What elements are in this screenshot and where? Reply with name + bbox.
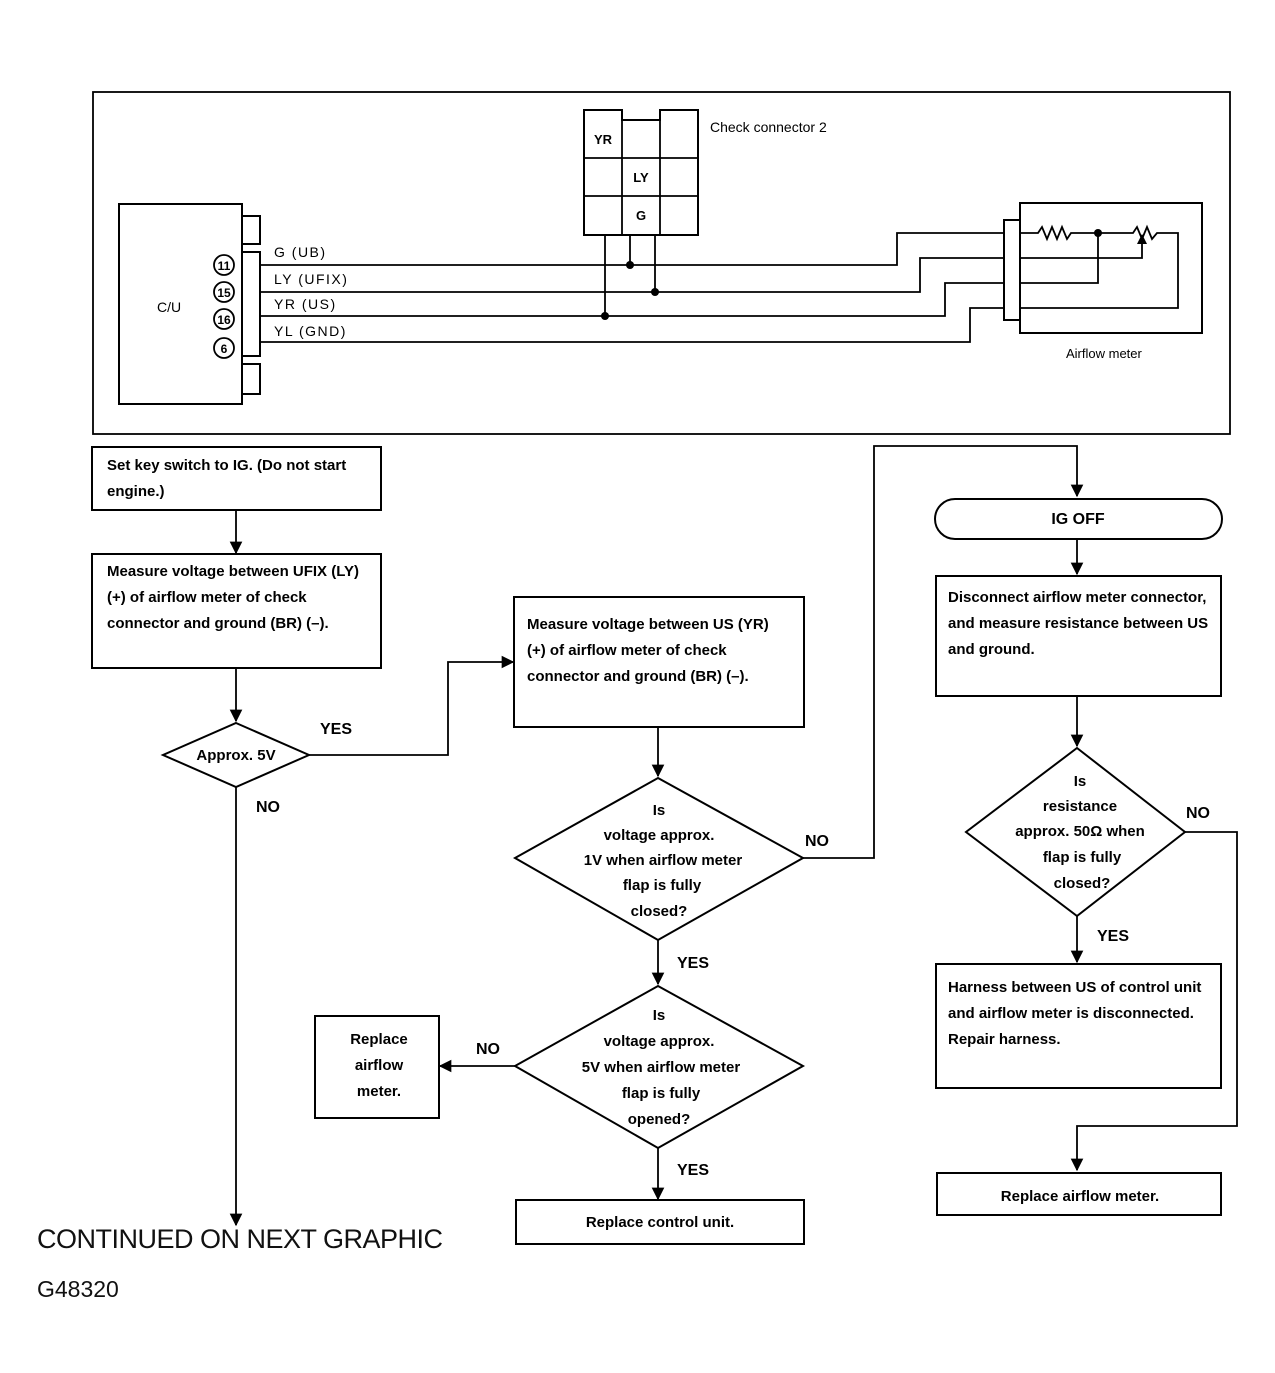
q1v-line-5: closed? bbox=[631, 903, 688, 920]
q5v-open-line-5: opened? bbox=[628, 1111, 691, 1128]
check-connector-label: Check connector 2 bbox=[710, 119, 827, 135]
replace-meter-left-box bbox=[314, 1015, 440, 1119]
control-unit: C/U 11 15 16 6 bbox=[118, 203, 261, 405]
continued-note: CONTINUED ON NEXT GRAPHIC bbox=[37, 1224, 443, 1254]
measure-us-box bbox=[513, 596, 805, 728]
yes-label-5v-open: YES bbox=[677, 1162, 709, 1179]
check-connector: YR LY G bbox=[583, 109, 699, 236]
q5v-open-line-1: Is bbox=[653, 1007, 666, 1024]
wire-label-yl: YL (GND) bbox=[274, 323, 347, 339]
wire-label-g: G (UB) bbox=[274, 244, 327, 260]
yes-label-1v: YES bbox=[677, 955, 709, 972]
no-label-1v: NO bbox=[805, 833, 829, 850]
disconnect-box bbox=[935, 575, 1222, 697]
q50-line-2: resistance bbox=[1043, 798, 1117, 815]
replace-meter-left-text: Replace airflow meter. bbox=[350, 1031, 408, 1100]
pin-15: 15 bbox=[217, 286, 231, 300]
wiring-diagram-frame bbox=[92, 91, 1231, 435]
harness-text: Harness between US of control unit and a… bbox=[948, 979, 1202, 1048]
q50-line-4: flap is fully bbox=[1043, 849, 1122, 866]
cu-label: C/U bbox=[157, 299, 181, 315]
no-label-5v-open: NO bbox=[476, 1041, 500, 1058]
wire-label-yr: YR (US) bbox=[274, 296, 337, 312]
harness-box bbox=[935, 963, 1222, 1089]
yes-label-50ohm: YES bbox=[1097, 928, 1129, 945]
airflow-meter bbox=[1003, 202, 1203, 334]
q1v-line-3: 1V when airflow meter bbox=[584, 852, 743, 869]
pin-16: 16 bbox=[217, 313, 231, 327]
connector-cell-ly: LY bbox=[633, 170, 649, 185]
q5v-open-line-3: 5V when airflow meter bbox=[582, 1059, 741, 1076]
q5v-open-line-4: flap is fully bbox=[622, 1085, 701, 1102]
replace-cu-box bbox=[515, 1199, 805, 1245]
measure-us-text: Measure voltage between US (YR) (+) of a… bbox=[527, 616, 769, 685]
figure-id: G48320 bbox=[37, 1276, 119, 1302]
replace-meter-right-box bbox=[936, 1172, 1222, 1216]
decision-5v-text: Approx. 5V bbox=[196, 747, 275, 764]
no-label-50ohm: NO bbox=[1186, 805, 1210, 822]
no-label-5v: NO bbox=[256, 799, 280, 816]
q1v-line-2: voltage approx. bbox=[604, 827, 715, 844]
wires bbox=[260, 232, 1004, 343]
start-text: Set key switch to IG. (Do not start engi… bbox=[107, 457, 347, 500]
q50-line-1: Is bbox=[1074, 773, 1087, 790]
connector-cell-g: G bbox=[636, 208, 646, 223]
airflow-meter-label: Airflow meter bbox=[1066, 346, 1143, 361]
ig-off-text: IG OFF bbox=[1051, 511, 1105, 528]
q1v-line-4: flap is fully bbox=[623, 877, 702, 894]
q50-line-5: closed? bbox=[1054, 875, 1111, 892]
pin-6: 6 bbox=[221, 342, 228, 356]
wire-label-ly: LY (UFIX) bbox=[274, 271, 348, 287]
yes-label-5v: YES bbox=[320, 721, 352, 738]
q5v-open-line-2: voltage approx. bbox=[604, 1033, 715, 1050]
replace-meter-right-text: Replace airflow meter. bbox=[1001, 1188, 1159, 1205]
q50-line-3: approx. 50Ω when bbox=[1015, 823, 1145, 840]
disconnect-text: Disconnect airflow meter connector, and … bbox=[948, 589, 1209, 658]
ig-off-terminal bbox=[934, 498, 1223, 540]
measure-ufix-box bbox=[91, 553, 382, 669]
q1v-line-1: Is bbox=[653, 802, 666, 819]
start-box bbox=[91, 446, 382, 511]
measure-ufix-text: Measure voltage between UFIX (LY) (+) of… bbox=[107, 563, 360, 632]
connector-cell-yr: YR bbox=[594, 132, 613, 147]
replace-cu-text: Replace control unit. bbox=[586, 1214, 734, 1231]
pin-11: 11 bbox=[218, 259, 231, 273]
